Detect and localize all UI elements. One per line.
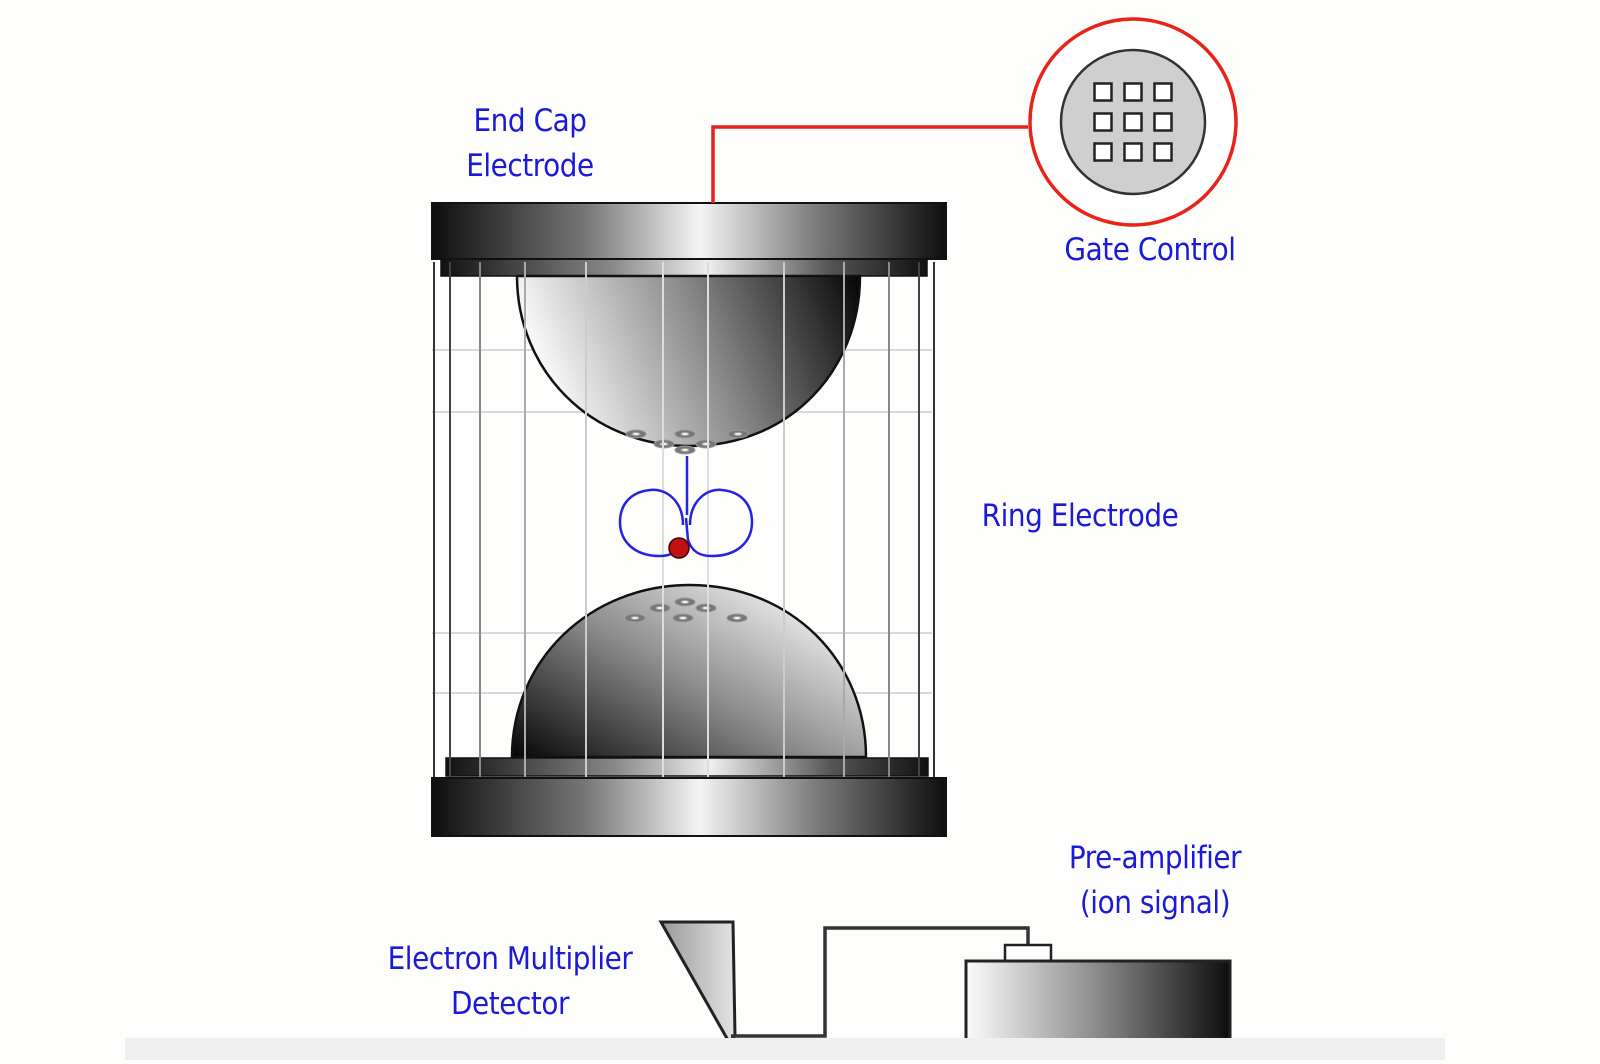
- pre-amplifier-connector: [1003, 943, 1053, 963]
- gate-grid-cell: [1153, 82, 1173, 102]
- electron-multiplier-label-line1: Electron Multiplier: [387, 941, 633, 977]
- detector-signal-wire: [731, 926, 1030, 1038]
- electron-multiplier-detector: [658, 920, 737, 1045]
- pre-amplifier-label: Pre-amplifier (ion signal): [1052, 836, 1259, 926]
- ion-particle: [668, 537, 690, 559]
- gate-grid-cell: [1123, 142, 1143, 162]
- lower-dome-holes: [624, 597, 748, 623]
- upper-end-cap-dome: [515, 274, 862, 448]
- pre-amplifier-label-line2: (ion signal): [1079, 885, 1231, 921]
- gate-grid-cell: [1123, 82, 1143, 102]
- upper-end-cap-plate: [431, 202, 947, 260]
- upper-dome-holes: [625, 429, 749, 455]
- electron-multiplier-label: Electron Multiplier Detector: [371, 937, 650, 1027]
- gate-grid-cell: [1153, 142, 1173, 162]
- lower-end-cap-plate: [431, 777, 947, 837]
- gate-control-label: Gate Control: [1064, 232, 1236, 268]
- gate-grid-icon: [1093, 82, 1173, 162]
- gate-control-wire: [711, 125, 1028, 203]
- ring-electrode-wires: [433, 262, 935, 778]
- gate-control-icon: [1028, 17, 1238, 227]
- gate-grid-cell: [1123, 112, 1143, 132]
- lower-end-cap-dome: [510, 583, 868, 759]
- ring-electrode-label: Ring Electrode: [981, 498, 1179, 534]
- bottom-strip: [125, 1038, 1445, 1060]
- gate-grid-cell: [1093, 142, 1113, 162]
- end-cap-electrode-label: End Cap Electrode: [440, 99, 620, 189]
- ion-trajectory: [618, 456, 754, 558]
- gate-grid-cell: [1093, 112, 1113, 132]
- gate-grid-cell: [1153, 112, 1173, 132]
- end-cap-label-line1: End Cap: [473, 103, 587, 139]
- lower-inner-plate: [445, 757, 929, 777]
- pre-amplifier-label-line1: Pre-amplifier: [1068, 840, 1242, 876]
- electron-multiplier-label-line2: Detector: [451, 986, 569, 1022]
- end-cap-label-line2: Electrode: [466, 148, 594, 184]
- upper-inner-plate: [440, 257, 928, 277]
- gate-grid-cell: [1093, 82, 1113, 102]
